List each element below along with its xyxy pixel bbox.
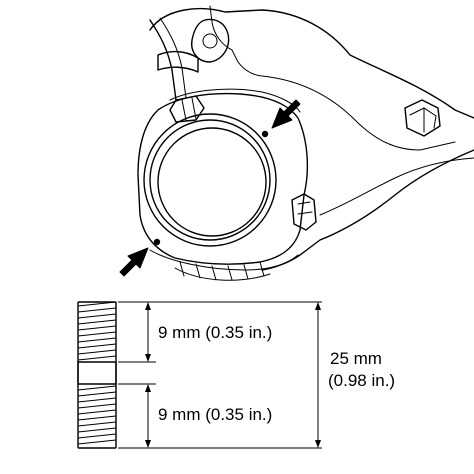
brake-hose xyxy=(149,19,177,101)
right-bolt xyxy=(404,99,441,137)
knuckle-top-edge xyxy=(209,5,263,77)
housing-illustration xyxy=(119,5,474,281)
marker-dot-upper xyxy=(261,130,269,138)
bracket-hole xyxy=(202,33,218,49)
hose-clip xyxy=(157,50,199,73)
stud-shank xyxy=(77,361,117,385)
overall-length-metric-label: 25 mm xyxy=(330,349,382,368)
upper-thread xyxy=(77,301,117,361)
arrow-lower xyxy=(119,247,149,277)
bore-middle-ring xyxy=(149,119,271,241)
bore-outer-ring xyxy=(143,113,277,247)
dimension-lines xyxy=(118,301,322,449)
upper-thread-dimension-label: 9 mm (0.35 in.) xyxy=(158,323,273,342)
brake-hose-inner xyxy=(159,17,187,99)
knuckle-lower-edge xyxy=(319,157,474,216)
housing-body xyxy=(137,92,309,265)
knuckle-inner-edge xyxy=(261,75,456,151)
arrow-upper xyxy=(271,99,301,129)
knuckle-outline xyxy=(149,7,474,271)
lower-thread-dimension-label: 9 mm (0.35 in.) xyxy=(158,405,273,424)
housing-base xyxy=(174,267,271,281)
housing-flange-lower xyxy=(149,249,299,271)
lower-thread xyxy=(77,385,117,445)
stud-bolt xyxy=(77,301,117,449)
marker-dot-lower xyxy=(153,238,161,246)
housing-fins xyxy=(179,261,265,281)
bore-inner-ring xyxy=(157,127,267,237)
bracket xyxy=(191,18,230,63)
overall-length-imperial-label: (0.98 in.) xyxy=(328,371,396,390)
